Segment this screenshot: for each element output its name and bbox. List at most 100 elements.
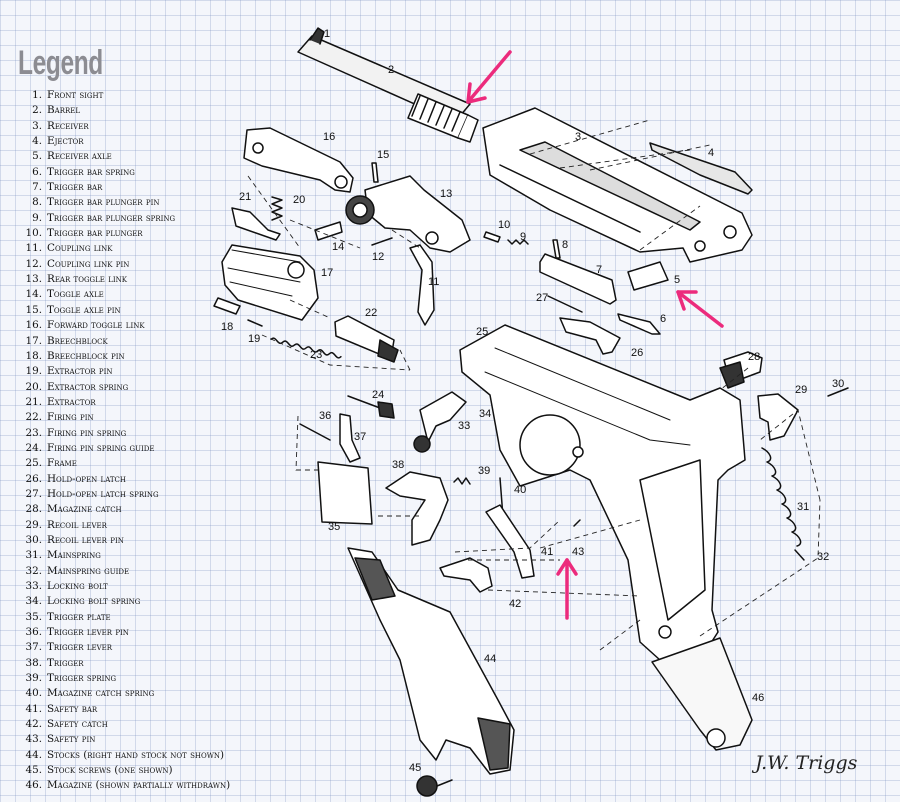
trigger-bar-part [539,253,617,305]
legend-item-number: 11. [25,242,42,255]
legend-item-label: Breechblock pin [47,349,125,362]
callout-number: 13 [440,188,452,200]
hold-open-latch-spring-part [547,295,583,313]
legend-item-label: Trigger [47,656,84,669]
hold-open-latch-part [559,317,621,355]
legend-item-label: Trigger plate [47,610,111,623]
callout-number: 9 [520,231,526,243]
legend-item-number: 34. [25,595,42,608]
arrow-receiver-axle [676,290,724,328]
frame-part [459,324,746,661]
legend-item-label: Coupling link pin [47,257,130,270]
legend-item-label: Magazine (shown partially withdrawn) [47,779,231,792]
legend-item-label: Coupling link [47,242,113,255]
legend-item: 22.Firing pin [12,410,230,425]
safety-pin-part [573,519,581,527]
callout-number: 38 [392,459,404,471]
legend-item: 43.Safety pin [12,732,230,747]
callout-number: 22 [365,307,377,319]
legend-item-label: Breechblock [47,334,108,347]
callout-number: 16 [323,131,335,143]
legend-item-number: 9. [32,211,42,224]
legend-item-number: 30. [25,533,42,546]
callout-number: 11 [428,276,439,288]
legend-item: 25.Frame [12,456,230,471]
legend-item-number: 38. [25,656,42,669]
callout-number: 2 [388,64,394,76]
callout-number: 43 [572,546,584,558]
firing-pin-spring-guide-part [347,395,395,419]
legend-item-number: 32. [25,564,42,577]
ejector-part [649,142,753,195]
legend-item-number: 21. [25,395,42,408]
callout-number: 46 [752,692,764,704]
callout-number: 25 [476,326,488,338]
legend-item-number: 26. [25,472,42,485]
legend-item-label: Mainspring guide [47,564,130,577]
legend-item: 20.Extractor spring [12,380,230,395]
magazine-part [651,637,753,751]
legend-item-label: Toggle axle [47,288,104,301]
callout-number: 29 [795,384,807,396]
extractor-part [231,207,281,241]
trigger-lever-pin-part [299,423,331,441]
legend-item-label: Trigger bar [47,181,103,194]
legend-item-label: Trigger bar plunger [47,227,143,240]
legend-item: 8.Trigger bar plunger pin [12,195,230,210]
legend-item: 4.Ejector [12,134,230,149]
coupling-link-part [409,244,435,326]
legend-item-number: 14. [25,288,42,301]
legend-item: 16.Forward toggle link [12,318,230,333]
legend-item-number: 39. [25,672,42,685]
legend-title: Legend [18,44,103,82]
legend-item: 45.Stock screws (one shown) [12,763,230,778]
callout-number: 1 [324,28,330,40]
legend-item-number: 2. [32,104,42,117]
receiver-axle-part [627,261,669,291]
legend-item-label: Receiver axle [47,150,112,163]
legend-item-label: Trigger lever [47,641,113,654]
legend-item: 35.Trigger plate [12,610,230,625]
callout-number: 6 [660,313,666,325]
callout-number: 44 [484,653,496,665]
legend-item-number: 4. [32,135,42,148]
legend-item: 21. Extractor [12,395,230,410]
legend-item-number: 17. [25,334,42,347]
legend-item-label: Magazine catch [47,503,122,516]
legend-item-label: Trigger lever pin [47,626,129,639]
callout-number: 41 [541,546,553,558]
legend-item-label: Extractor pin [47,365,113,378]
legend-item-label: Hold-open latch spring [47,487,159,500]
legend-item-label: Extractor [47,395,96,408]
trigger-plate-part [317,461,373,525]
callout-number: 15 [377,149,389,161]
stock-part [347,547,515,775]
legend-item: 17. Breechblock [12,334,230,349]
legend-item-label: Safety catch [47,718,108,731]
mainspring-guide-part [794,549,805,561]
legend-item: 18.Breechblock pin [12,349,230,364]
callout-number: 3 [575,131,581,143]
legend-item-label: Forward toggle link [47,319,145,332]
extractor-pin-part [247,319,263,327]
callout-number: 30 [832,378,844,390]
legend-item: 12.Coupling link pin [12,257,230,272]
legend-item-label: Recoil lever pin [47,533,124,546]
callout-number: 12 [372,251,384,263]
breechblock-part [221,244,319,321]
legend-item: 27.Hold-open latch spring [12,487,230,502]
legend-item-number: 6. [32,165,42,178]
stock-screw-part [416,775,453,797]
legend-item-number: 46. [25,779,42,792]
legend-item: 30. Recoil lever pin [12,533,230,548]
legend-item-number: 5. [32,150,42,163]
callout-number: 36 [319,410,331,422]
recoil-lever-part [757,393,799,441]
toggle-axle-pin-part [371,162,379,183]
legend-item-number: 41. [25,702,42,715]
legend-item-label: Mainspring [47,549,101,562]
legend-item-label: Locking bolt spring [47,595,141,608]
legend-item-number: 36. [25,626,42,639]
callout-number: 7 [596,264,602,276]
legend-item: 1.Front sight [12,88,230,103]
